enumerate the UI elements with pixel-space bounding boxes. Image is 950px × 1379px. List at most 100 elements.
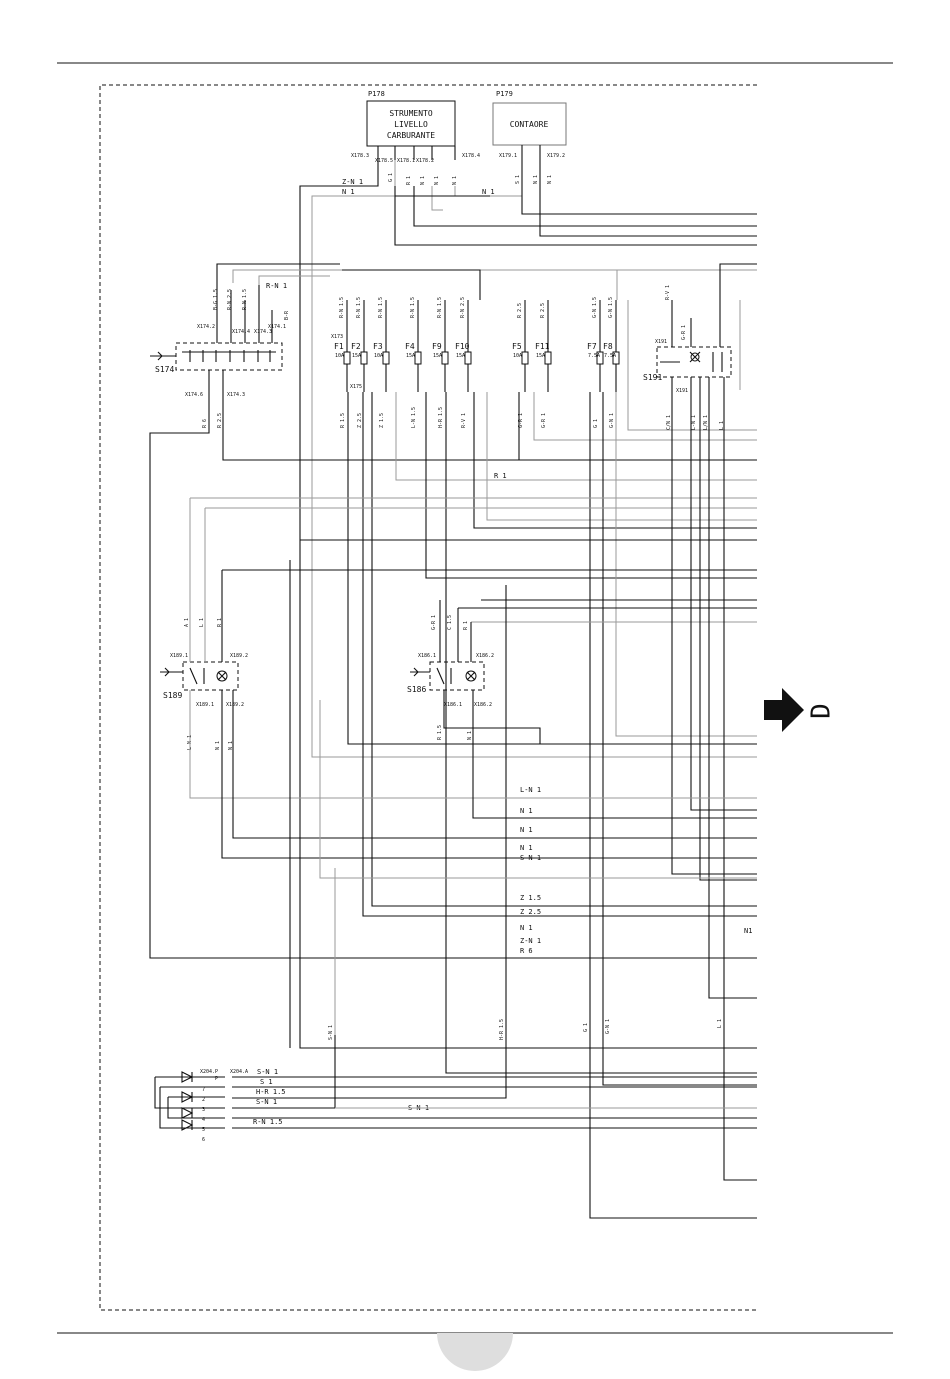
- fuse-ref: F1: [334, 342, 344, 351]
- x204-pin-3: 2: [202, 1097, 205, 1103]
- s189-actuator: [160, 667, 183, 677]
- x204-wire-3: H-R 1.5: [256, 1088, 286, 1096]
- s191-body: [656, 346, 732, 378]
- diode-4-icon: [181, 1119, 194, 1131]
- x204-wire-4: S-N 1: [256, 1098, 277, 1106]
- fuse-ref: F8: [603, 342, 613, 351]
- top-wire-zn: Z-N 1: [342, 178, 363, 186]
- wire-g1-p178: [394, 186, 757, 246]
- s189-body: [182, 661, 239, 691]
- x204-pin-2: 7: [202, 1087, 205, 1093]
- wire-s186-r15: [443, 690, 541, 744]
- wire-n1-p179: [539, 160, 757, 237]
- fuse-f8: F87.5AG-N 1.5G-N 1: [603, 297, 620, 428]
- fuse-rating: 7.5A: [604, 353, 616, 359]
- s174-terminal-1: X174.2: [197, 324, 215, 330]
- s191-wire-ln1: L-N 1: [691, 415, 697, 430]
- fuse-top-wire: R-N 1.5: [378, 297, 384, 318]
- fuse-bottom-wire: L-N 1.5: [411, 407, 417, 428]
- wire-bg15: [216, 263, 340, 285]
- s174-ref: S174: [155, 365, 174, 374]
- s189-lamp-cross: [217, 671, 227, 681]
- connector-d-arrow: D: [764, 688, 837, 732]
- s189-bottom-wire-3: N 1: [228, 741, 234, 750]
- x204-out-wires: [232, 1076, 757, 1129]
- fuse-top-wire: R-N 1.5: [356, 297, 362, 318]
- bus-label: L-N 1: [520, 786, 541, 794]
- s186-bottom-wire-1: R 1.5: [437, 725, 443, 740]
- fuse-ref: F3: [373, 342, 383, 351]
- wire-s189-n1b: [232, 690, 757, 839]
- fuse-top-wire: R 2.5: [540, 303, 546, 318]
- fuse-ref: F10: [455, 342, 470, 351]
- fuse-body: [360, 351, 368, 365]
- s189-bottom-terminal-2: X189.2: [226, 702, 244, 708]
- s191-wire-ln1b: L/N 1: [703, 415, 709, 430]
- s186-top-wire-2: C 1.5: [447, 615, 453, 630]
- fuse-rating: 10A: [335, 353, 344, 359]
- p178-wire-1: G 1: [388, 173, 394, 182]
- bus-label: N 1: [520, 844, 533, 852]
- bus-label: N 1: [520, 924, 533, 932]
- p179-wire-3: N 1: [547, 175, 553, 184]
- s189-top-terminal-1: X189.1: [170, 653, 188, 659]
- x204-terminal-2: X204.A: [230, 1069, 248, 1075]
- fuse-body: [544, 351, 552, 365]
- s189-top-terminal-2: X189.2: [230, 653, 248, 659]
- wire-gr1-right: [690, 318, 757, 811]
- wire-z25: [362, 392, 757, 917]
- wire-g1: [589, 392, 757, 1219]
- s186-actuator: [410, 667, 430, 677]
- p178-fuel-level-gauge: P178 STRUMENTO LIVELLO CARBURANTE X178.3…: [351, 90, 480, 185]
- fuse-bottom-wire: G-R 1: [541, 413, 547, 428]
- s191-ref: S191: [643, 373, 662, 382]
- s186-top-terminal-2: X186.2: [476, 653, 494, 659]
- bus-label: S-N 1: [520, 854, 541, 862]
- s174-contacts: [182, 350, 276, 362]
- vwire-gn1: G-N 1: [605, 1019, 611, 1034]
- vwire-l1: L 1: [717, 1019, 723, 1028]
- wire-rv1-right: [671, 300, 757, 875]
- fuse-body: [382, 351, 390, 365]
- s189-top-wire-2: L 1: [199, 618, 205, 627]
- fuse-body: [464, 351, 472, 365]
- x204-wire-5: R-N 1.5: [253, 1118, 283, 1126]
- x204-pin-5: 4: [202, 1117, 205, 1123]
- fuse-rating: 7.5A: [588, 353, 600, 359]
- fuse-body: [343, 351, 351, 365]
- fuse-rating: 10A: [374, 353, 383, 359]
- p178-terminal-1: X178.3: [351, 153, 369, 159]
- wire-s186-top: [458, 599, 757, 609]
- s174-bottom-wire-2: R 2.5: [217, 413, 223, 428]
- vwire-sn1: S-N 1: [328, 1025, 334, 1040]
- wire-ln1-right: [699, 377, 757, 881]
- fuse-body: [612, 351, 620, 365]
- s174-bottom-terminal-2: X174.3: [227, 392, 245, 398]
- x204-pin-6: 5: [202, 1127, 205, 1133]
- fuse-rating: 10A: [513, 353, 522, 359]
- x204-wire-1: S-N 1: [257, 1068, 278, 1076]
- fuse-body: [441, 351, 449, 365]
- diode-3-icon: [181, 1107, 194, 1119]
- fuse-x173: X173: [331, 334, 343, 340]
- connector-letter: D: [807, 703, 837, 719]
- wire-f10-out: [486, 392, 757, 521]
- diode-2-icon: [181, 1091, 194, 1103]
- s174-body: [175, 342, 283, 371]
- wire-r25: [222, 370, 757, 461]
- fuse-f7: F77.5AG-N 1.5G 1: [587, 297, 604, 428]
- fuse-bottom-wire: R-V 1: [461, 413, 467, 428]
- p178-terminal-2: X178.5: [375, 158, 393, 164]
- wire-s174-fuse: [258, 275, 330, 285]
- wire-gn15: [627, 300, 757, 431]
- fuse-ref: F5: [512, 342, 522, 351]
- bus-label: R 6: [520, 947, 533, 955]
- p179-terminal-2: X179.2: [547, 153, 565, 159]
- s189-switch: A 1 L 1 R 1 X189.1 X189.2 S189 X189.1 X1…: [160, 618, 248, 750]
- wire-r1-p178: [413, 186, 757, 227]
- fuse-ref: F7: [587, 342, 597, 351]
